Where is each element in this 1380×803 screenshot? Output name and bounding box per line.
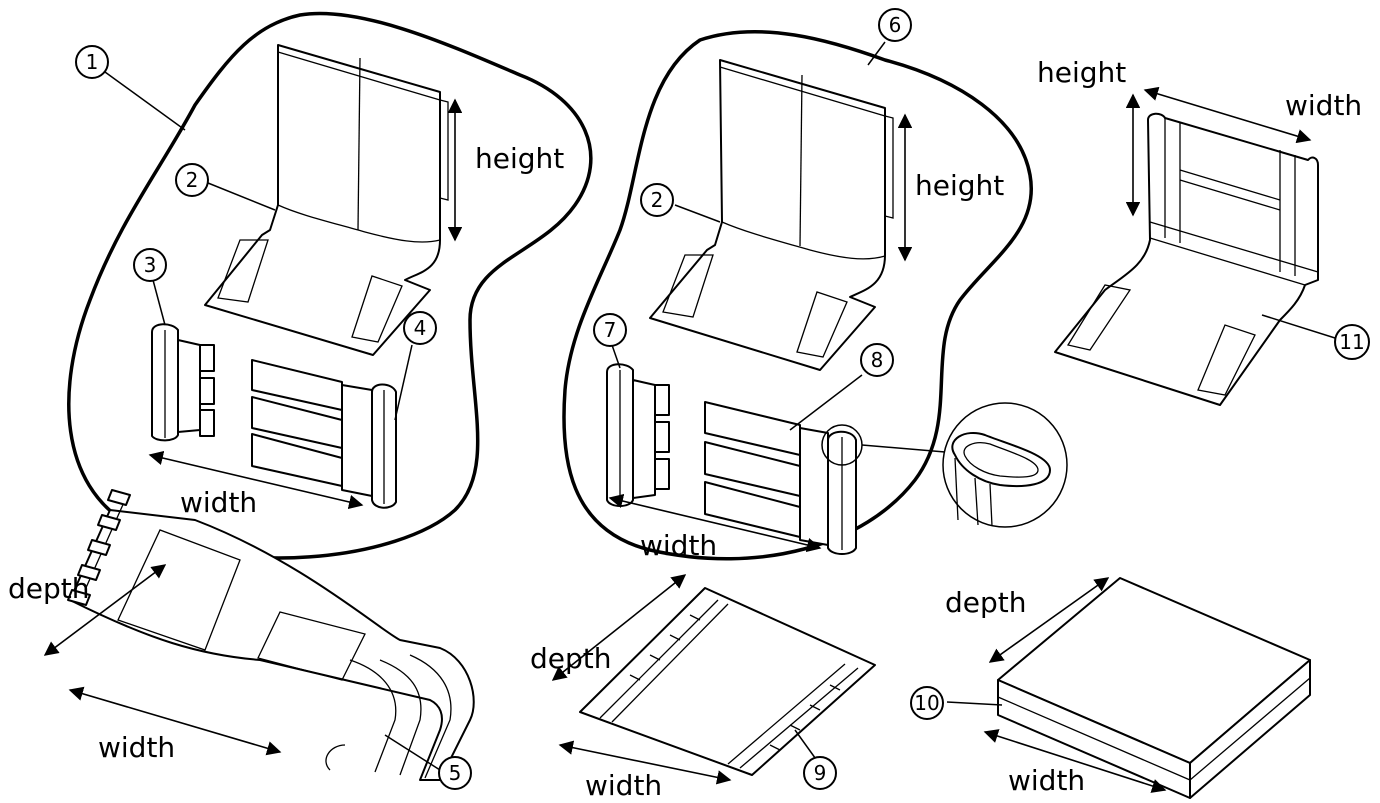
leader-2 — [207, 182, 276, 211]
svg-text:6: 6 — [889, 13, 902, 37]
callout-1: 1 — [75, 45, 109, 79]
width-label-kit-1: width — [180, 486, 257, 519]
leader-6 — [867, 41, 886, 66]
svg-text:2: 2 — [651, 188, 664, 212]
leader-1 — [104, 71, 186, 131]
depth-label-part-9: depth — [530, 642, 612, 675]
svg-text:3: 3 — [144, 253, 157, 277]
leader-10 — [946, 701, 1003, 706]
back-seat-part-left — [204, 44, 449, 356]
callout-4: 4 — [403, 311, 437, 345]
width-arrow-kit-6 — [608, 493, 822, 553]
svg-text:10: 10 — [914, 691, 939, 715]
back-seat-part-11 — [1054, 112, 1319, 406]
width-label-kit-6: width — [640, 529, 717, 562]
leader-5 — [384, 734, 441, 771]
depth-arrow-part-5 — [43, 564, 167, 656]
width-label-part-11: width — [1285, 89, 1362, 122]
callout-11: 11 — [1334, 324, 1370, 360]
svg-text:2: 2 — [186, 168, 199, 192]
callout-10: 10 — [910, 686, 944, 720]
detail-magnifier — [821, 402, 1068, 528]
profile-part-7 — [606, 363, 670, 507]
width-arrow-part-5 — [68, 686, 282, 756]
height-label-part-11: height — [1037, 56, 1126, 89]
height-label-kit-1: height — [475, 142, 564, 175]
depth-label-part-10: depth — [945, 586, 1027, 619]
leader-4 — [394, 344, 413, 421]
callout-2-kit-1: 2 — [175, 163, 209, 197]
width-arrow-part-11 — [1143, 86, 1312, 144]
profile-part-3 — [151, 323, 215, 442]
svg-text:1: 1 — [86, 50, 99, 74]
callout-3: 3 — [133, 248, 167, 282]
height-label-kit-6: height — [915, 169, 1004, 202]
profile-part-8 — [704, 401, 857, 555]
callout-6: 6 — [878, 8, 912, 42]
leader-11 — [1261, 314, 1336, 339]
width-label-part-10: width — [1008, 764, 1085, 797]
kit-6-group — [562, 29, 1068, 561]
leader-8 — [789, 374, 863, 431]
svg-text:8: 8 — [871, 348, 884, 372]
depth-arrow-part-10 — [988, 577, 1110, 663]
width-arrow-kit-1 — [148, 450, 364, 510]
svg-text:5: 5 — [449, 761, 462, 785]
callout-2-kit-6: 2 — [640, 183, 674, 217]
kit-1-outline — [67, 11, 593, 560]
callout-8: 8 — [860, 343, 894, 377]
profile-part-4 — [251, 359, 397, 509]
callout-7: 7 — [593, 313, 627, 347]
depth-label-part-5: depth — [8, 572, 90, 605]
leader-7 — [611, 344, 621, 369]
svg-text:4: 4 — [414, 316, 427, 340]
width-arrow-part-10 — [983, 729, 1167, 793]
leader-2b — [674, 204, 721, 223]
svg-text:11: 11 — [1339, 330, 1364, 354]
callout-5: 5 — [438, 756, 472, 790]
back-seat-part-middle — [649, 59, 894, 371]
svg-text:9: 9 — [814, 761, 827, 785]
seat-part-9 — [579, 587, 876, 776]
width-arrow-part-9 — [558, 740, 732, 785]
leader-9 — [794, 729, 819, 763]
kit-1-group — [67, 11, 593, 560]
width-label-part-9: width — [585, 769, 662, 802]
callout-9: 9 — [803, 756, 837, 790]
svg-text:7: 7 — [604, 318, 617, 342]
leader-3 — [152, 279, 166, 326]
depth-arrow-part-9 — [551, 574, 687, 681]
kit-6-outline — [562, 29, 1034, 561]
width-label-part-5: width — [98, 731, 175, 764]
